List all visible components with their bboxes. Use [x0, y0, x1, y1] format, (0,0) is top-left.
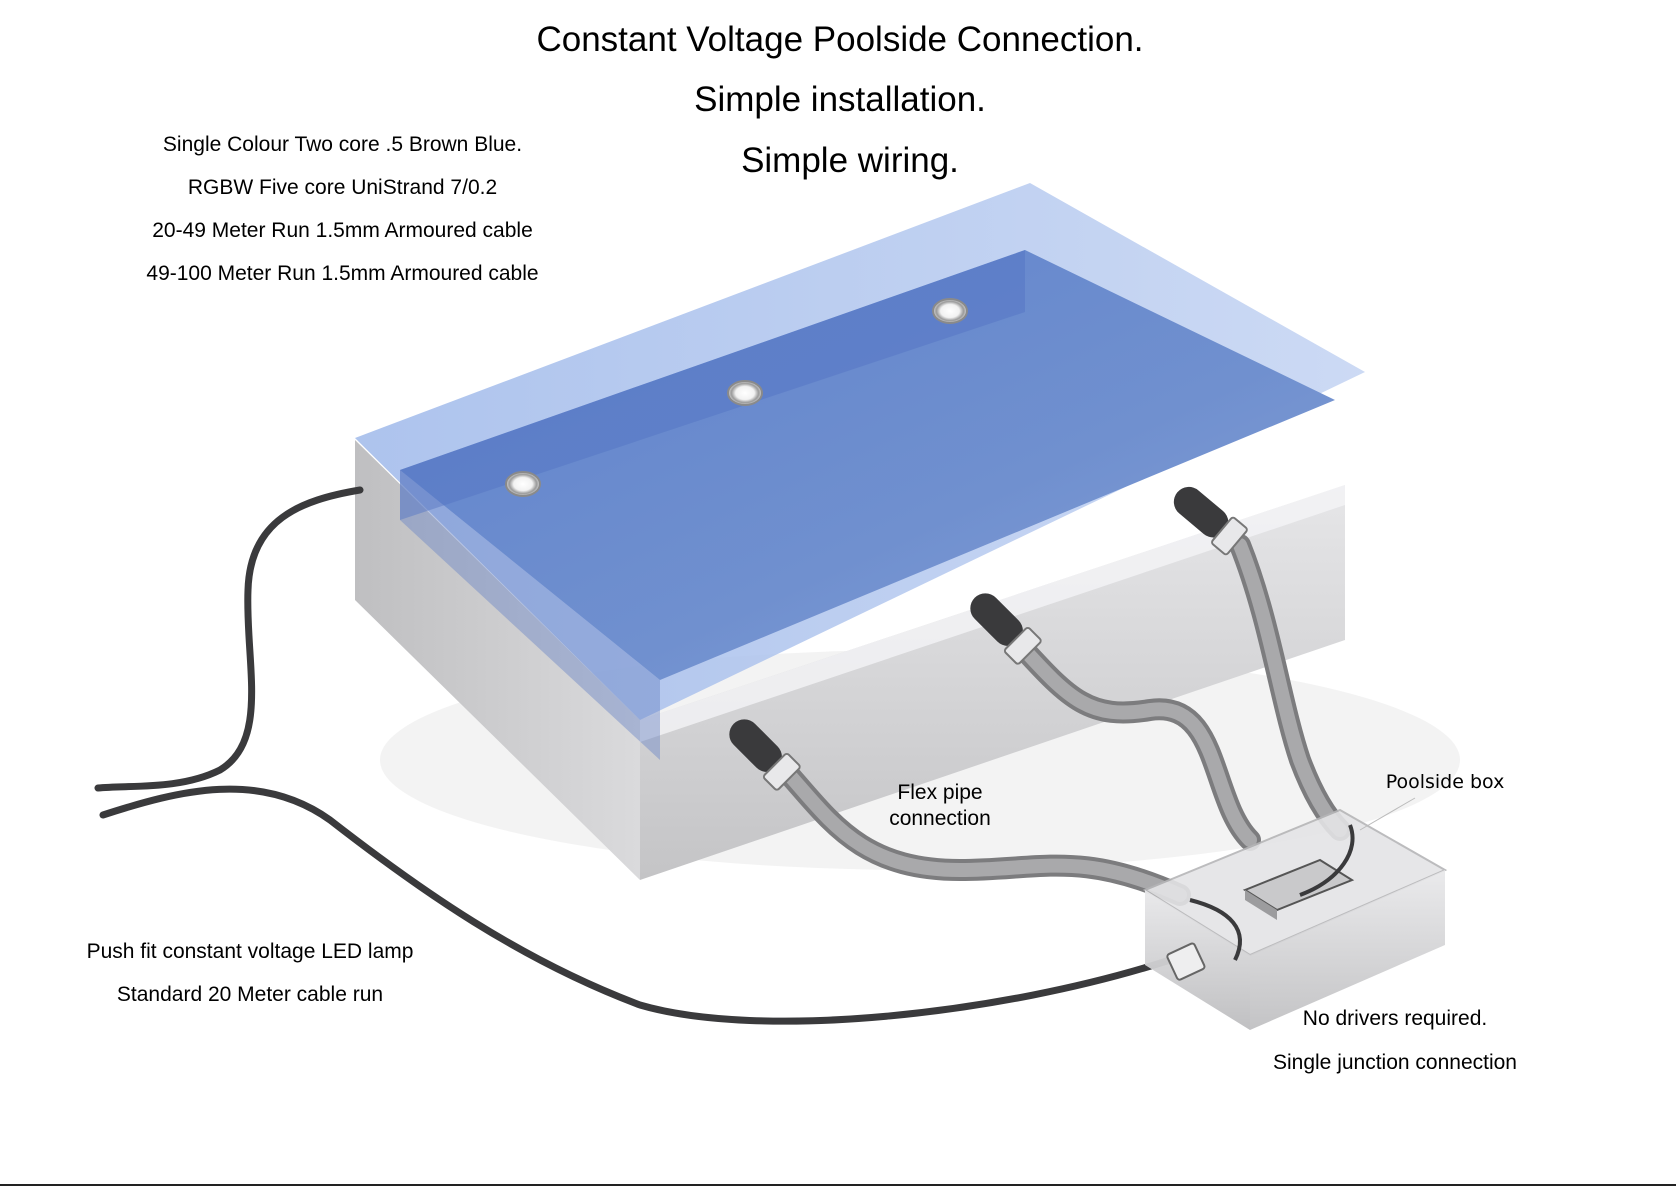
- junction-label: No drivers required.: [1302, 1007, 1488, 1030]
- diagram-title: Constant Voltage Poolside Connection.: [536, 20, 1144, 59]
- supply-cable: [94, 486, 364, 792]
- pool-light-icon: [727, 380, 763, 406]
- lamp-label: Push fit constant voltage LED lamp: [86, 940, 414, 963]
- pool-front-face: [640, 485, 1345, 880]
- pool-side-face: [355, 440, 640, 880]
- flex-pipe-label: Flex pipe: [897, 781, 983, 804]
- flex-pipes: [774, 534, 1351, 906]
- flex-pipe-label-2: connection: [889, 807, 991, 830]
- lamp-plug-icon: [729, 719, 782, 772]
- junction-label-2: Single junction connection: [1272, 1051, 1517, 1074]
- lamp-cable: [99, 785, 1174, 1025]
- cable-note: Single Colour Two core .5 Brown Blue.: [162, 133, 523, 156]
- lamp-plug-icon: [970, 593, 1023, 646]
- bottom-border: [0, 1184, 1676, 1186]
- cable-note: 20-49 Meter Run 1.5mm Armoured cable: [152, 219, 533, 242]
- pool-light-icon: [505, 471, 541, 497]
- pool-inner-left-wall: [400, 470, 660, 760]
- pool-light-icon: [932, 298, 968, 324]
- lamp-plug-icon: [1173, 486, 1229, 538]
- cable-note: RGBW Five core UniStrand 7/0.2: [187, 176, 498, 199]
- cable-gland-icon: [1166, 942, 1206, 981]
- lamp-plugs: [729, 486, 1248, 791]
- pool-inner-wall: [400, 250, 1025, 520]
- cable-note: 49-100 Meter Run 1.5mm Armoured cable: [146, 262, 539, 285]
- pool-lights: [505, 298, 968, 497]
- poolside-junction-box: [1142, 808, 1448, 1030]
- lamp-label-2: Standard 20 Meter cable run: [116, 983, 384, 1006]
- pool-water: [400, 250, 1335, 680]
- poolside-box-label: Poolside box: [1385, 771, 1505, 793]
- diagram-subtitle-2: Simple wiring.: [741, 141, 959, 180]
- diagram-subtitle: Simple installation.: [694, 80, 986, 119]
- poolside-box-leader: [1359, 797, 1416, 831]
